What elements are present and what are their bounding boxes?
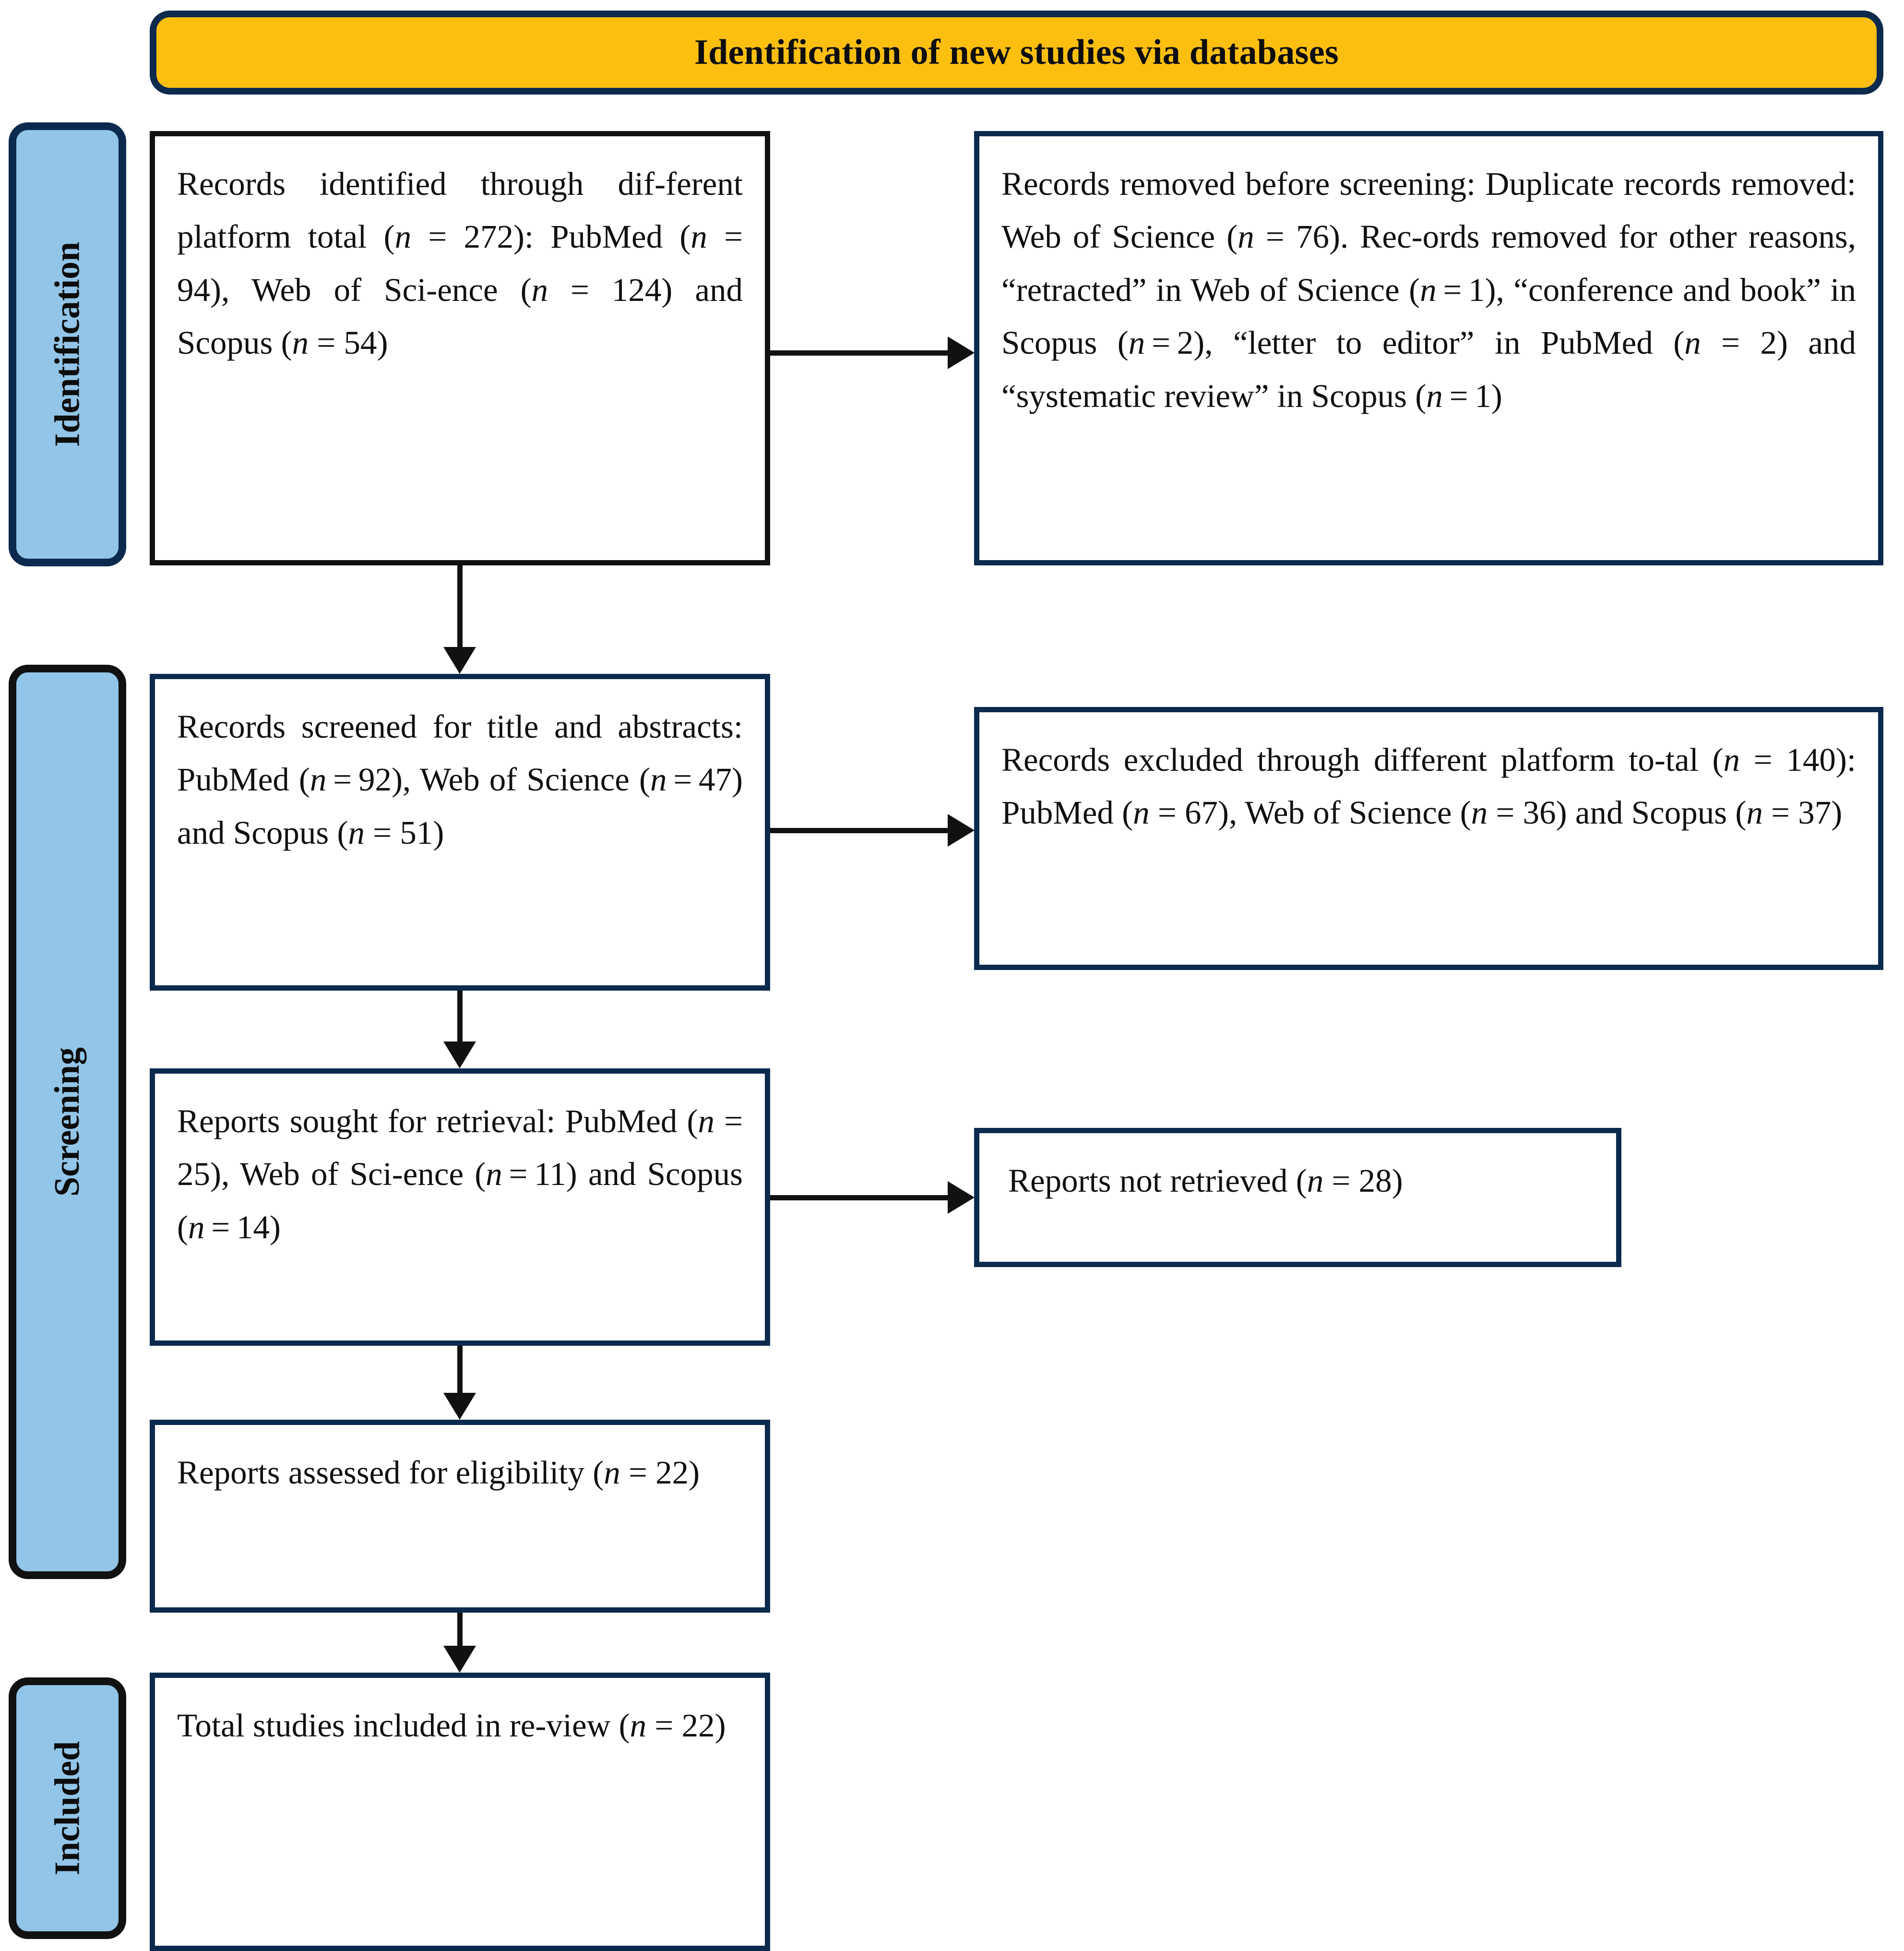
connector-sought-to-eligibility-arrowhead [443,1393,476,1420]
stage-label-included: Included [48,1741,87,1876]
connector-sought-to-eligibility-line [457,1346,463,1393]
connector-screened-to-sought-arrowhead [443,1041,476,1068]
stage-sidebar-screening: Screening [9,665,126,1579]
box-records-screened: Records screened for title and abstracts… [150,674,770,991]
box-reports-not-retrieved: Reports not retrieved (n = 28) [974,1128,1621,1267]
box-records-excluded: Records excluded through different platf… [974,707,1883,970]
connector-identified-to-removed-arrowhead [948,336,975,369]
box-records-excluded-text: Records excluded through different platf… [1001,742,1856,831]
connector-eligibility-to-included-arrowhead [443,1646,476,1673]
stage-label-identification: Identification [48,241,87,447]
box-records-screened-text: Records screened for title and abstracts… [177,708,743,851]
connector-screened-to-excluded-line [770,828,948,833]
box-reports-sought-text: Reports sought for retrieval: PubMed (n … [177,1103,743,1245]
connector-screened-to-sought-line [457,991,463,1041]
box-studies-included: Total studies included in re‑view (n = 2… [150,1673,770,1951]
page-title: Identification of new studies via databa… [694,33,1339,72]
connector-identified-to-removed-line [770,350,948,356]
box-reports-not-retrieved-text: Reports not retrieved (n = 28) [1008,1162,1403,1199]
box-records-removed-text: Records removed before screening: Duplic… [1001,166,1856,414]
connector-screened-to-excluded-arrowhead [948,814,975,847]
connector-identified-to-screened-line [457,565,463,647]
stage-label-screening: Screening [48,1047,87,1197]
box-studies-included-text: Total studies included in re‑view (n = 2… [177,1707,726,1744]
box-records-identified-text: Records identified through dif‑ferent pl… [177,166,743,361]
stage-sidebar-included: Included [9,1677,126,1939]
box-records-removed: Records removed before screening: Duplic… [974,131,1883,565]
connector-sought-to-notretrieved-line [770,1195,948,1200]
diagram-header-banner: Identification of new studies via databa… [150,11,1883,95]
box-reports-eligibility-text: Reports assessed for eligibility (n = 22… [177,1454,700,1491]
box-records-identified: Records identified through dif‑ferent pl… [150,131,770,565]
connector-identified-to-screened-arrowhead [443,647,476,674]
box-reports-eligibility: Reports assessed for eligibility (n = 22… [150,1420,770,1613]
connector-eligibility-to-included-line [457,1613,463,1646]
stage-sidebar-identification: Identification [9,122,126,566]
connector-sought-to-notretrieved-arrowhead [948,1181,975,1214]
box-reports-sought: Reports sought for retrieval: PubMed (n … [150,1068,770,1346]
